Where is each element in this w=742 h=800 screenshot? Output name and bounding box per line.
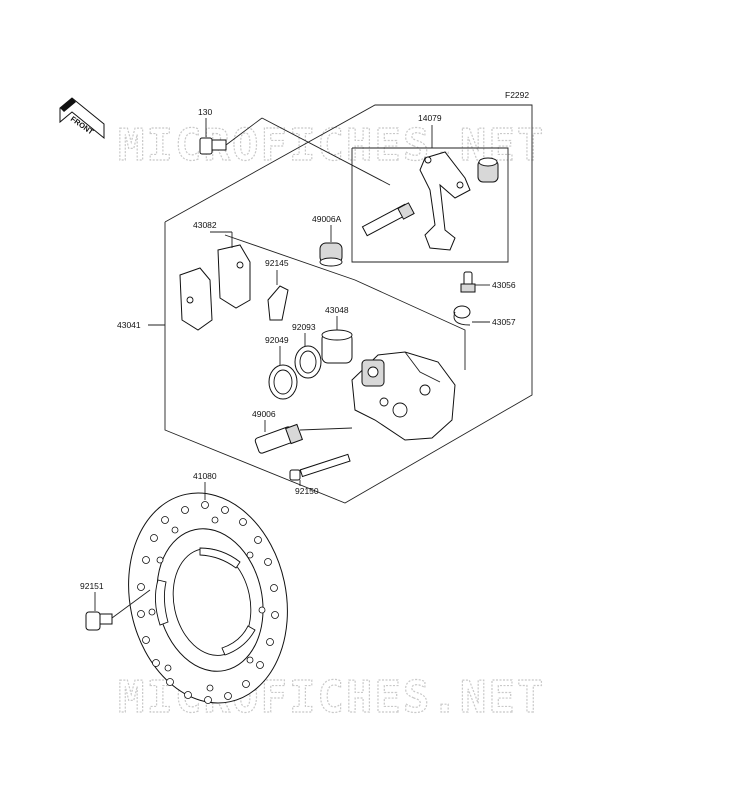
piston-part [321,329,353,364]
boot-49006a-part [319,242,343,267]
disc-bolt-part [85,589,151,631]
label-130: 130 [198,107,212,117]
label-49006: 49006 [252,409,276,419]
watermark-top: MICROFICHES.NET [118,120,545,171]
bleeder-cap-part [453,305,471,326]
label-43057: 43057 [492,317,516,327]
bleeder-valve-part [460,271,476,293]
bracket-outline [351,147,509,263]
assembly-outline [164,104,533,504]
label-43041: 43041 [117,320,141,330]
brake-disc-part [128,492,288,704]
label-92093: 92093 [292,322,316,332]
figure-code: F2292 [505,90,529,100]
label-49006a: 49006A [312,214,342,224]
label-43056: 43056 [492,280,516,290]
pad-spring-part [267,285,289,321]
brake-pad-inner-part [217,244,251,309]
label-41080: 41080 [193,471,217,481]
label-43048: 43048 [325,305,349,315]
caliper-bolt-part [289,453,351,481]
label-14079: 14079 [418,113,442,123]
bolt-130-part [199,117,391,186]
label-92145: 92145 [265,258,289,268]
label-92049: 92049 [265,335,289,345]
label-43082: 43082 [193,220,217,230]
slide-pin-49006a-part [361,202,415,237]
caliper-body-part [351,351,456,441]
brake-pad-outer-part [179,267,213,331]
dust-seal-part [268,364,298,400]
label-92151: 92151 [80,581,104,591]
piston-seal-part [294,345,322,379]
label-92150: 92150 [295,486,319,496]
slide-pin-49006-part [254,423,353,454]
pad-group-outline [224,234,466,370]
caliper-bracket-part [419,151,499,251]
front-arrow-icon: FRONT [59,97,105,140]
